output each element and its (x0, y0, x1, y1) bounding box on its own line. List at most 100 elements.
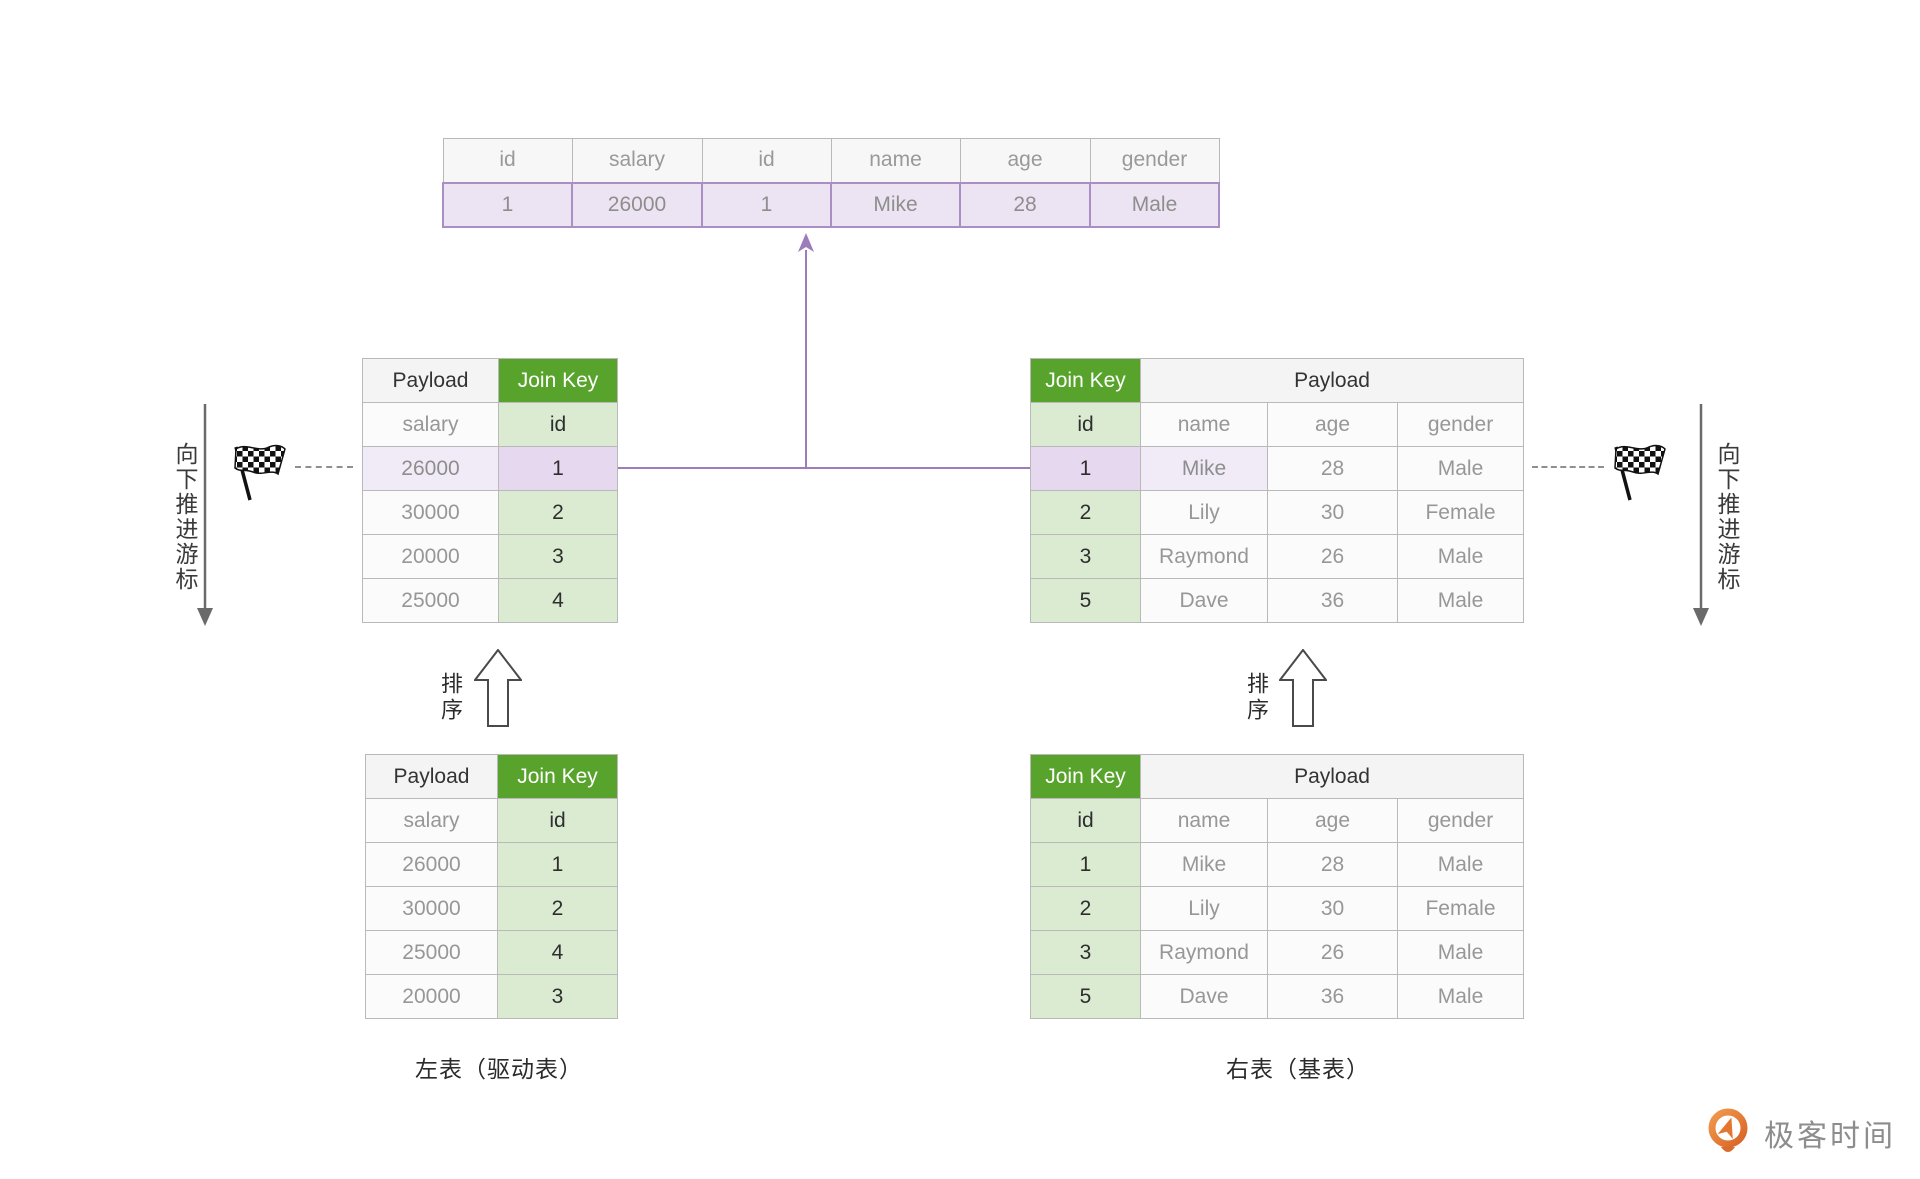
payload-cell: Dave (1140, 974, 1268, 1019)
payload-cell: 30 (1267, 490, 1398, 535)
cursor-down-arrow-icon (1693, 404, 1709, 626)
column-cell: age (1267, 798, 1398, 843)
table-row: 2 Lily 30 Female (1030, 886, 1525, 931)
table-row: 25000 4 (362, 578, 618, 623)
payload-cell: Dave (1140, 578, 1268, 623)
result-cell: 26000 (571, 181, 703, 228)
result-cell: 1 (442, 181, 573, 228)
table-row: 5 Dave 36 Male (1030, 578, 1525, 623)
join-key-header-cell: Join Key (498, 358, 618, 403)
payload-cell: 36 (1267, 578, 1398, 623)
sort-up-arrow-icon (474, 649, 522, 727)
result-cell: 1 (701, 181, 832, 228)
payload-header-cell: Payload (1139, 358, 1525, 403)
column-cell: id (1030, 402, 1141, 447)
join-key-cell: 4 (497, 930, 618, 975)
join-key-cell: 2 (1030, 490, 1141, 535)
cursor-label-right: 向下推进游标 (1714, 442, 1740, 592)
join-key-cell: 5 (1030, 974, 1141, 1019)
column-name-row: salary id (362, 402, 618, 447)
payload-cell: 30 (1267, 886, 1398, 931)
table-header-row: Payload Join Key (362, 358, 618, 403)
join-key-cell: 3 (1030, 930, 1141, 975)
result-header-cell: salary (571, 138, 703, 183)
connector-vertical-line (805, 250, 807, 468)
column-cell: name (1140, 798, 1268, 843)
join-key-cell: 4 (498, 578, 618, 623)
left-sorted-table: Payload Join Key salary id 26000 1 30000… (362, 358, 618, 623)
sort-label-right: 排序 (1244, 672, 1269, 724)
result-header-cell: name (830, 138, 961, 183)
table-row: 30000 2 (365, 886, 618, 931)
column-cell: id (497, 798, 618, 843)
payload-cell: Male (1396, 446, 1525, 491)
payload-cell: Lily (1140, 886, 1268, 931)
payload-cell: Mike (1140, 842, 1268, 887)
table-row: 1 Mike 28 Male (1030, 842, 1525, 887)
join-key-cell: 3 (1030, 534, 1141, 579)
join-key-cell: 1 (498, 446, 618, 491)
table-row: 3 Raymond 26 Male (1030, 930, 1525, 975)
column-name-row: id name age gender (1030, 798, 1525, 843)
column-name-row: id name age gender (1030, 402, 1525, 447)
join-key-header-cell: Join Key (1030, 358, 1141, 403)
join-key-cell: 2 (497, 886, 618, 931)
payload-header-cell: Payload (362, 358, 499, 403)
payload-cell: Male (1396, 930, 1525, 975)
table-header-row: Payload Join Key (365, 754, 618, 799)
payload-cell: 36 (1267, 974, 1398, 1019)
payload-cell: 26 (1267, 534, 1398, 579)
table-row: 20000 3 (362, 534, 618, 579)
column-cell: id (1030, 798, 1141, 843)
payload-cell: 25000 (365, 930, 498, 975)
payload-cell: 30000 (362, 490, 499, 535)
table-row: 2 Lily 30 Female (1030, 490, 1525, 535)
result-header-row: id salary id name age gender (442, 138, 1220, 183)
join-key-cell: 1 (497, 842, 618, 887)
right-unsorted-table: Join Key Payload id name age gender 1 Mi… (1030, 754, 1525, 1019)
table-row: 26000 1 (365, 842, 618, 887)
result-data-row: 1 26000 1 Mike 28 Male (442, 181, 1220, 228)
column-cell: id (498, 402, 618, 447)
payload-cell: 26000 (362, 446, 499, 491)
join-key-cell: 1 (1030, 446, 1141, 491)
table-row-highlighted: 26000 1 (362, 446, 618, 491)
payload-cell: Female (1396, 490, 1525, 535)
result-cell: 28 (959, 181, 1091, 228)
connector-up-arrow-icon (798, 233, 814, 252)
column-name-row: salary id (365, 798, 618, 843)
column-cell: gender (1396, 798, 1525, 843)
payload-cell: Lily (1140, 490, 1268, 535)
payload-cell: Raymond (1140, 534, 1268, 579)
join-key-cell: 3 (497, 974, 618, 1019)
table-row: 20000 3 (365, 974, 618, 1019)
result-header-cell: id (701, 138, 832, 183)
column-cell: gender (1396, 402, 1525, 447)
sort-label-left: 排序 (438, 672, 463, 724)
join-key-cell: 3 (498, 534, 618, 579)
left-table-caption: 左表（驱动表） (415, 1056, 583, 1082)
table-row-highlighted: 1 Mike 28 Male (1030, 446, 1525, 491)
cursor-label-left: 向下推进游标 (172, 442, 198, 592)
table-header-row: Join Key Payload (1030, 754, 1525, 799)
right-sorted-table: Join Key Payload id name age gender 1 Mi… (1030, 358, 1525, 623)
join-key-cell: 2 (1030, 886, 1141, 931)
join-key-header-cell: Join Key (497, 754, 618, 799)
payload-cell: Male (1396, 578, 1525, 623)
payload-cell: Male (1396, 842, 1525, 887)
payload-cell: Male (1396, 534, 1525, 579)
flag-dotted-line-right (1532, 466, 1604, 468)
geektime-logo-icon (1708, 1108, 1748, 1152)
cursor-down-arrow-icon (197, 404, 213, 626)
table-row: 3 Raymond 26 Male (1030, 534, 1525, 579)
payload-cell: 26 (1267, 930, 1398, 975)
result-header-cell: id (442, 138, 573, 183)
geektime-logo-text: 极客时间 (1764, 1120, 1896, 1153)
table-row: 5 Dave 36 Male (1030, 974, 1525, 1019)
payload-header-cell: Payload (365, 754, 498, 799)
result-header-cell: gender (1089, 138, 1220, 183)
sort-up-arrow-icon (1279, 649, 1327, 727)
connector-horizontal-line (617, 467, 1030, 469)
payload-cell: 30000 (365, 886, 498, 931)
